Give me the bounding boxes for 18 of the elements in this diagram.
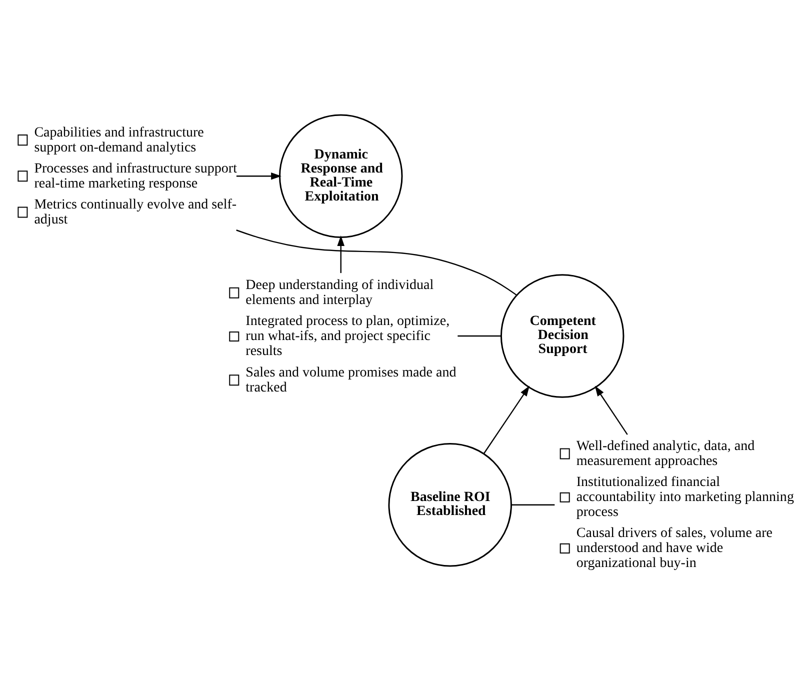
node-label: Well-defined analytic, data, and measurement approaches — [576, 438, 755, 468]
arrow — [594, 385, 628, 434]
connector — [236, 229, 517, 295]
arrow — [337, 235, 345, 273]
arrow — [236, 172, 282, 180]
node-label: Metrics continually evolve and self-adjust — [34, 196, 237, 227]
node-label: Sales and volume promises made and tracked — [246, 364, 456, 395]
node-label: Processes and infrastructure support real-time marketing response — [34, 160, 238, 191]
node-label: Causal drivers of sales, volume are understood and have wide organizational buy-in — [576, 526, 773, 571]
node-circle: Baseline ROI Established — [388, 442, 512, 566]
node-label: Deep understanding of individual elements and interplay — [246, 278, 434, 308]
node-circle: Dynamic Response and Real-Time Exploitation — [278, 114, 403, 238]
node-label: Institutionalized financial accountability into marketing planning process — [576, 474, 794, 520]
arrow — [483, 385, 530, 454]
node-label: Integrated process to plan, optimize, run what-ifs, and project specific results — [246, 314, 450, 359]
node-label: Capabilities and infrastructure support on-demand analytics — [34, 124, 204, 155]
connector — [458, 334, 501, 336]
connector — [512, 504, 555, 505]
